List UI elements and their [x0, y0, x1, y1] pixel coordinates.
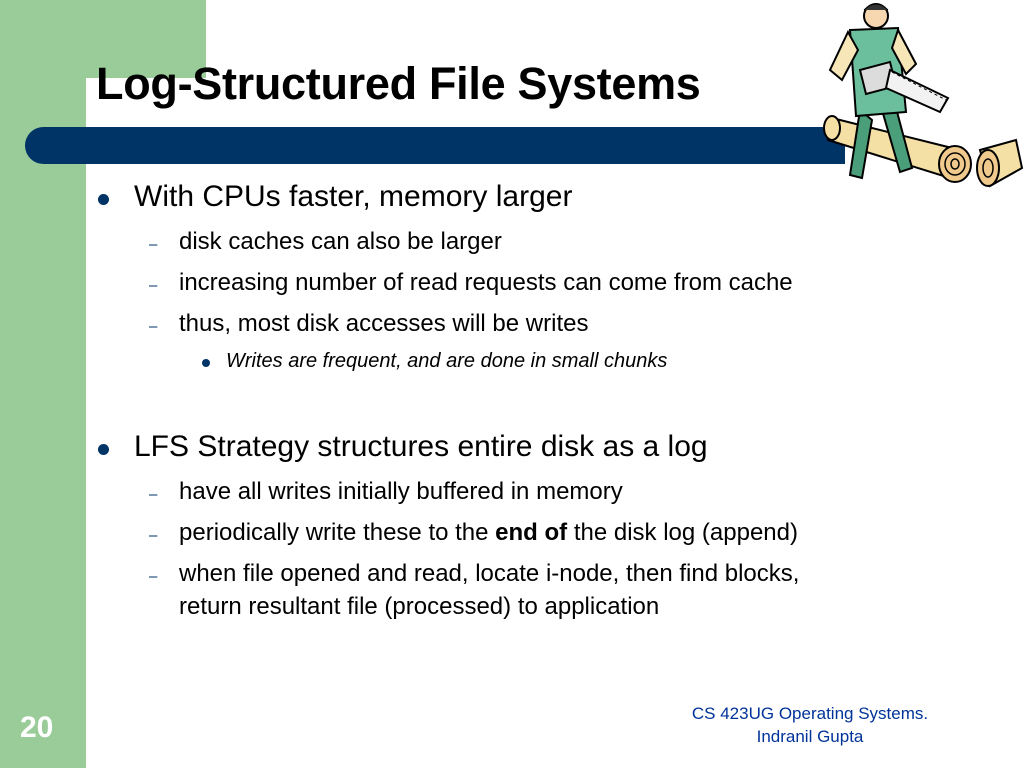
footer-author: Indranil Gupta: [756, 727, 864, 746]
dash-marker: –: [149, 277, 158, 294]
slide-number: 20: [20, 711, 54, 744]
text-line: return resultant file (processed) to app…: [179, 593, 660, 620]
dash-marker: –: [149, 486, 158, 503]
dash-marker: –: [149, 318, 158, 335]
lumberjack-chainsaw-log-icon: [823, 3, 1024, 188]
sub-bullet-disk-writes: thus, most disk accesses will be writes: [179, 310, 589, 337]
sub-bullet-periodic-write: periodically write these to the end of t…: [179, 516, 798, 549]
sub-bullet-read-requests: increasing number of read requests can c…: [179, 269, 793, 296]
top-green-block: [86, 0, 206, 78]
dash-marker: –: [149, 236, 158, 253]
bullet-cpus-faster: With CPUs faster, memory larger: [134, 180, 573, 213]
dash-marker: –: [149, 527, 158, 544]
footer-course: CS 423UG Operating Systems.: [691, 704, 929, 723]
text-line: when file opened and read, locate i-node…: [179, 560, 800, 587]
emphasis-end-of: end of: [495, 519, 568, 546]
sub-bullet-file-read: when file opened and read, locate i-node…: [179, 557, 799, 623]
bullet-lfs-strategy: LFS Strategy structures entire disk as a…: [134, 430, 708, 463]
slide-title: Log-Structured File Systems: [96, 58, 701, 109]
dash-marker: –: [149, 568, 158, 585]
bullet-dot: [98, 444, 109, 455]
text-segment: periodically write these to the: [179, 519, 496, 546]
text-segment: the disk log (append): [567, 519, 798, 546]
sub-bullet-disk-caches: disk caches can also be larger: [179, 228, 502, 255]
bullet-dot: [98, 194, 109, 205]
slide-footer: CS 423UG Operating Systems. Indranil Gup…: [660, 702, 960, 748]
sub-sub-bullet-frequent-writes: Writes are frequent, and are done in sma…: [226, 350, 668, 372]
sub-bullet-buffered-writes: have all writes initially buffered in me…: [179, 478, 623, 505]
title-underline-band: [25, 127, 845, 164]
bullet-dot-small: [202, 359, 210, 367]
